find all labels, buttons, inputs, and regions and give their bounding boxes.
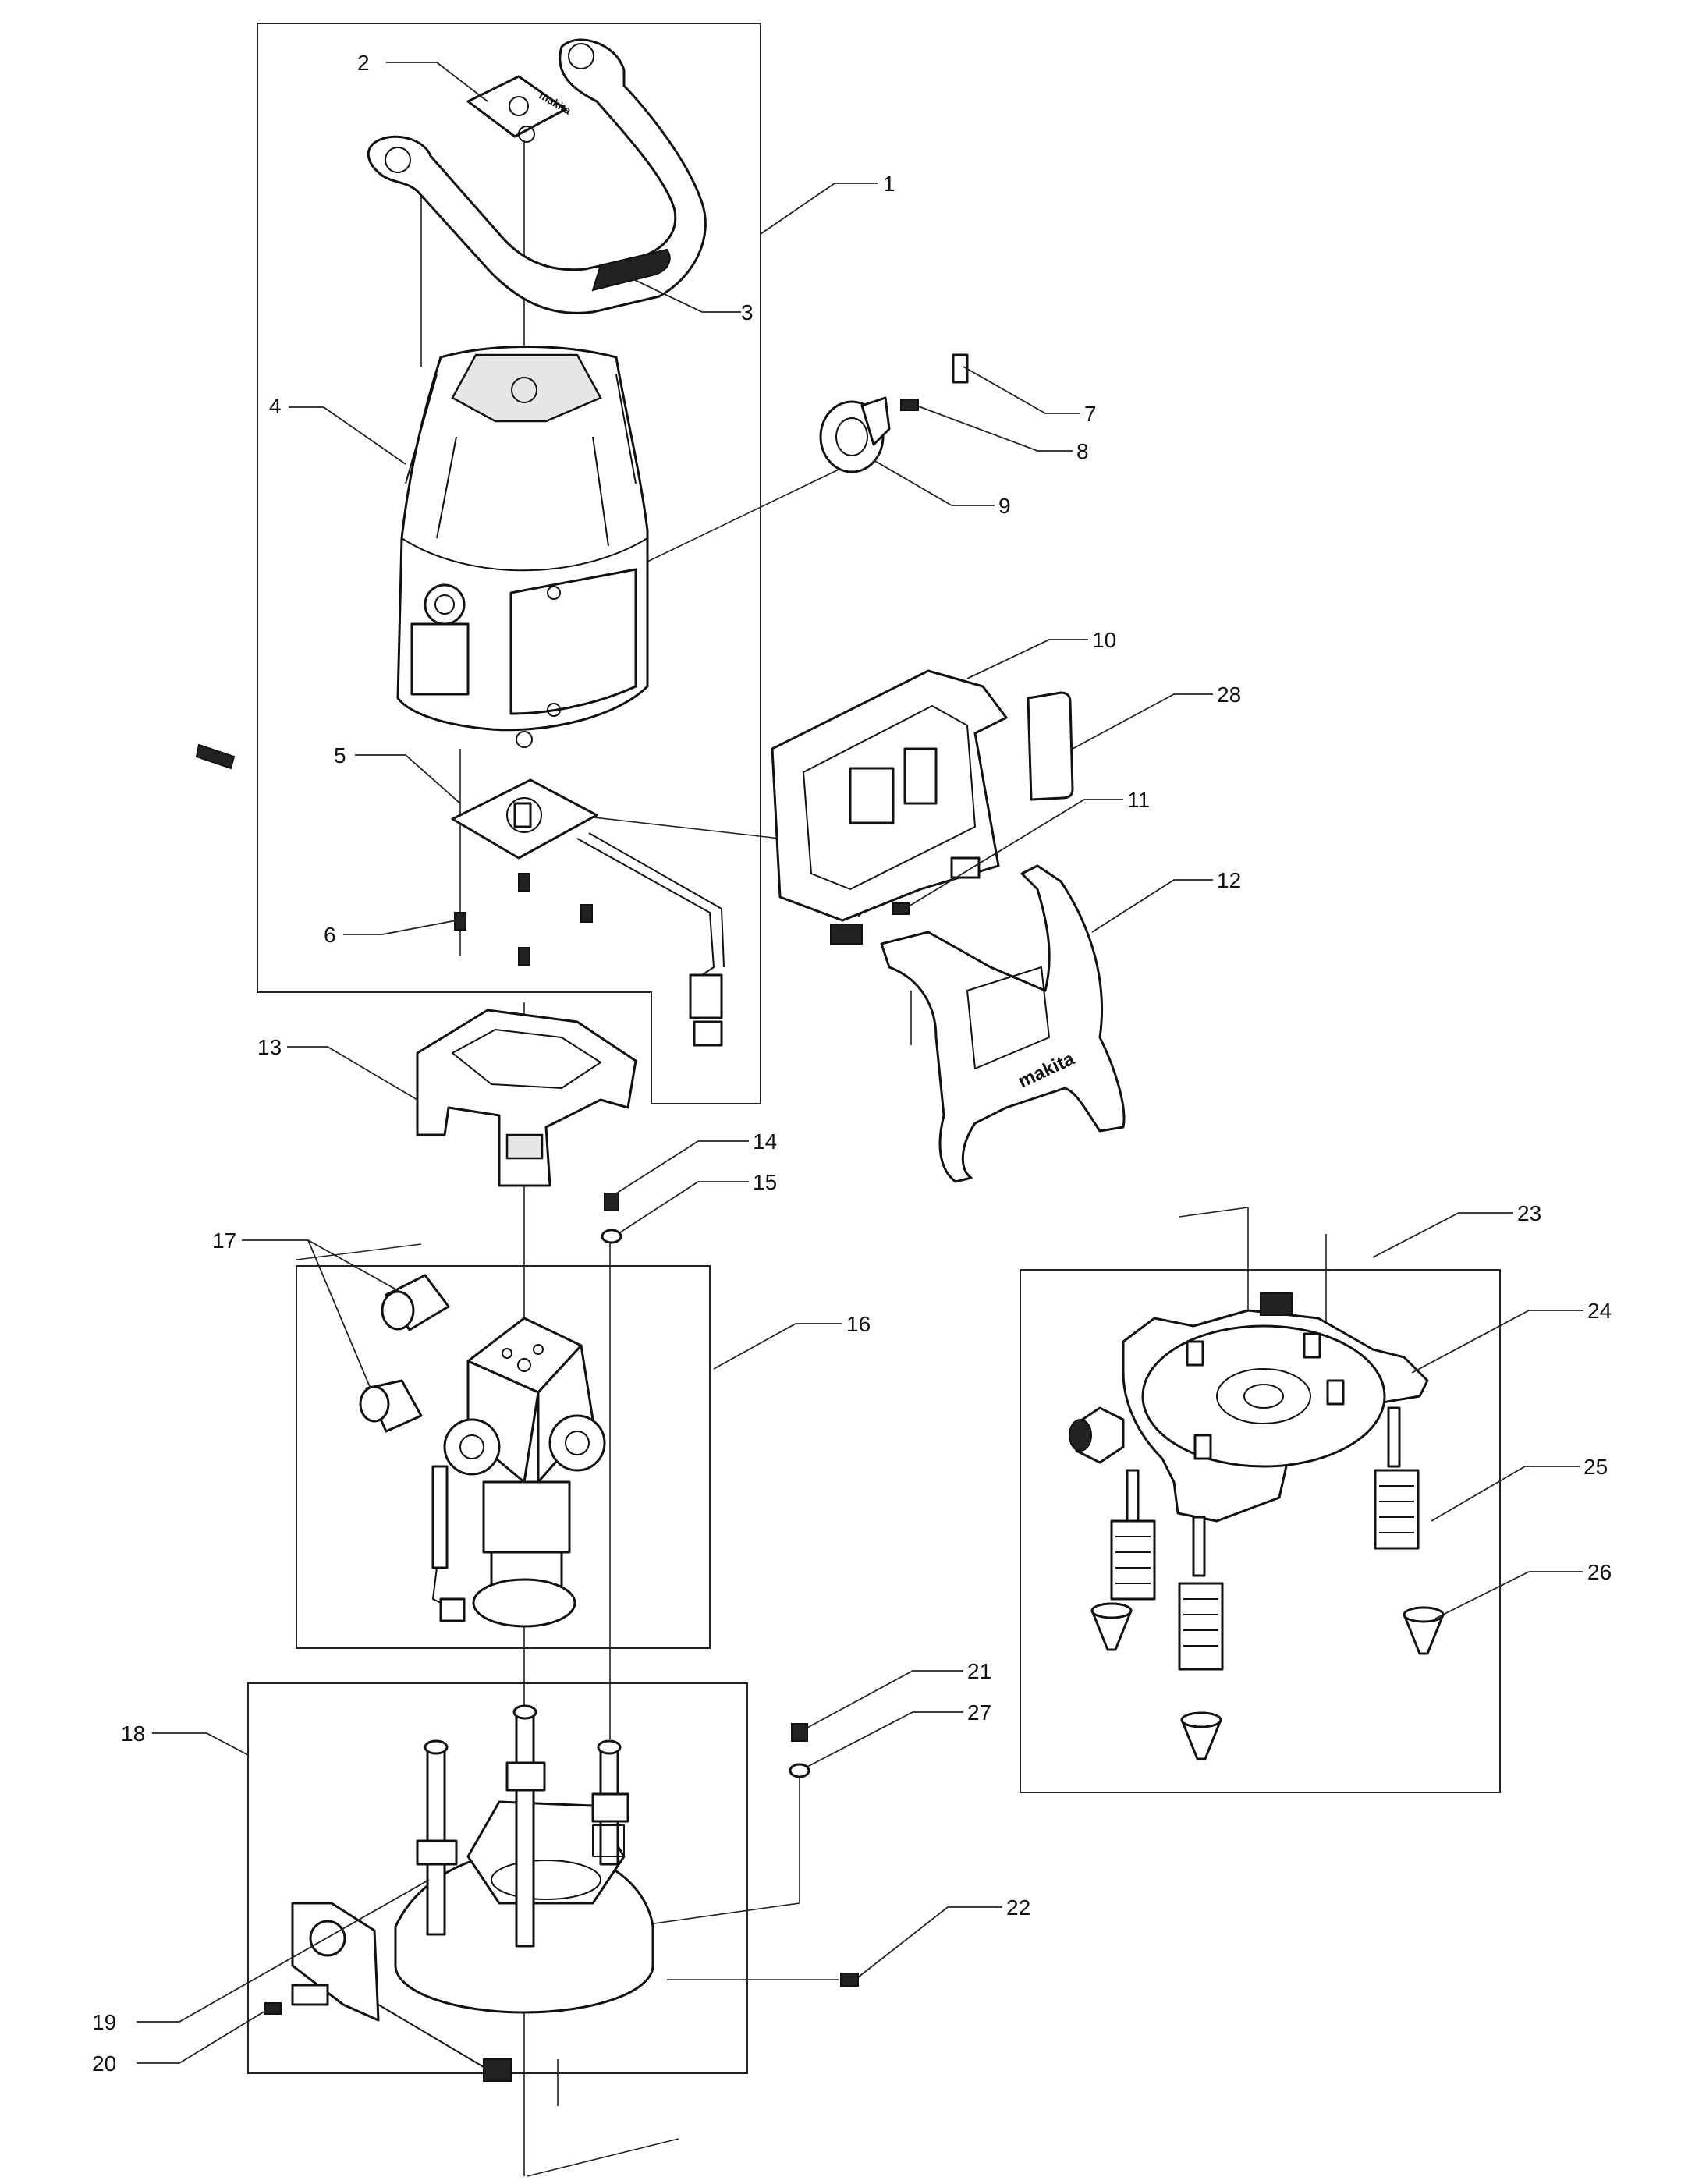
tripod-legs-24 — [1126, 1406, 1401, 1577]
chassis-bracket-13 — [416, 1009, 637, 1187]
callout-12: 12 — [1217, 868, 1241, 892]
foot-caps-26 — [1090, 1602, 1445, 1760]
carry-handle — [367, 38, 707, 314]
top-cap-plate: makita — [466, 75, 573, 143]
screw-20 — [264, 2002, 282, 2015]
main-housing — [396, 346, 649, 748]
leader-lines — [137, 62, 1583, 2064]
callout-2: 2 — [357, 51, 370, 75]
callout-22: 22 — [1006, 1895, 1030, 1920]
adjust-knobs-25 — [1110, 1469, 1420, 1671]
tripod-base-23 — [1069, 1292, 1429, 1523]
callout-26: 26 — [1587, 1560, 1612, 1584]
base-assembly-18 — [394, 1704, 654, 2014]
callout-16: 16 — [846, 1312, 871, 1336]
callout-14: 14 — [753, 1129, 777, 1154]
callout-labels: 2 1 3 4 7 8 9 10 28 5 11 12 6 13 14 15 1… — [92, 51, 1612, 2076]
frame-assembly-23 — [1020, 1269, 1501, 1793]
callout-25: 25 — [1583, 1455, 1608, 1479]
side-label-7 — [952, 353, 969, 384]
side-circuit-board-19 — [291, 1902, 512, 2082]
callout-1: 1 — [883, 172, 895, 196]
callout-28: 28 — [1217, 682, 1241, 707]
battery-housing — [771, 669, 1008, 945]
side-knob-cap-9 — [819, 396, 891, 473]
callout-17: 17 — [212, 1228, 236, 1253]
callout-4: 4 — [269, 394, 282, 418]
callout-11: 11 — [1127, 788, 1150, 812]
stand-12: makita — [880, 864, 1126, 1183]
screw-8 — [900, 399, 919, 411]
rubber-pad-28 — [1027, 691, 1074, 801]
screw-14 — [604, 1193, 619, 1211]
callout-19: 19 — [92, 2010, 116, 2034]
screw-21 — [791, 1723, 808, 1742]
laser-module-16 — [431, 1317, 606, 1628]
callout-23: 23 — [1517, 1201, 1541, 1225]
callout-3: 3 — [741, 300, 754, 324]
washer-27 — [789, 1763, 810, 1778]
callout-7: 7 — [1084, 402, 1097, 426]
screw-11 — [892, 902, 910, 915]
frame-assembly-16 — [296, 1265, 711, 1649]
callout-20: 20 — [92, 2051, 116, 2076]
callout-5: 5 — [334, 743, 346, 768]
serial-label-sticker — [195, 743, 236, 770]
screws-6 — [454, 873, 593, 966]
callout-27: 27 — [967, 1700, 991, 1725]
callout-21: 21 — [967, 1659, 991, 1683]
circuit-board — [451, 778, 725, 1047]
callout-10: 10 — [1092, 628, 1116, 652]
screw-22 — [840, 1973, 859, 1987]
callout-18: 18 — [121, 1721, 145, 1746]
washer-15 — [601, 1228, 622, 1244]
callout-24: 24 — [1587, 1299, 1612, 1323]
callout-6: 6 — [324, 923, 336, 947]
frame-assembly-1 — [257, 23, 761, 1104]
callout-13: 13 — [257, 1035, 282, 1059]
callout-8: 8 — [1076, 439, 1089, 463]
callout-15: 15 — [753, 1170, 777, 1194]
laser-diodes-17 — [359, 1274, 450, 1433]
callout-9: 9 — [998, 494, 1011, 518]
